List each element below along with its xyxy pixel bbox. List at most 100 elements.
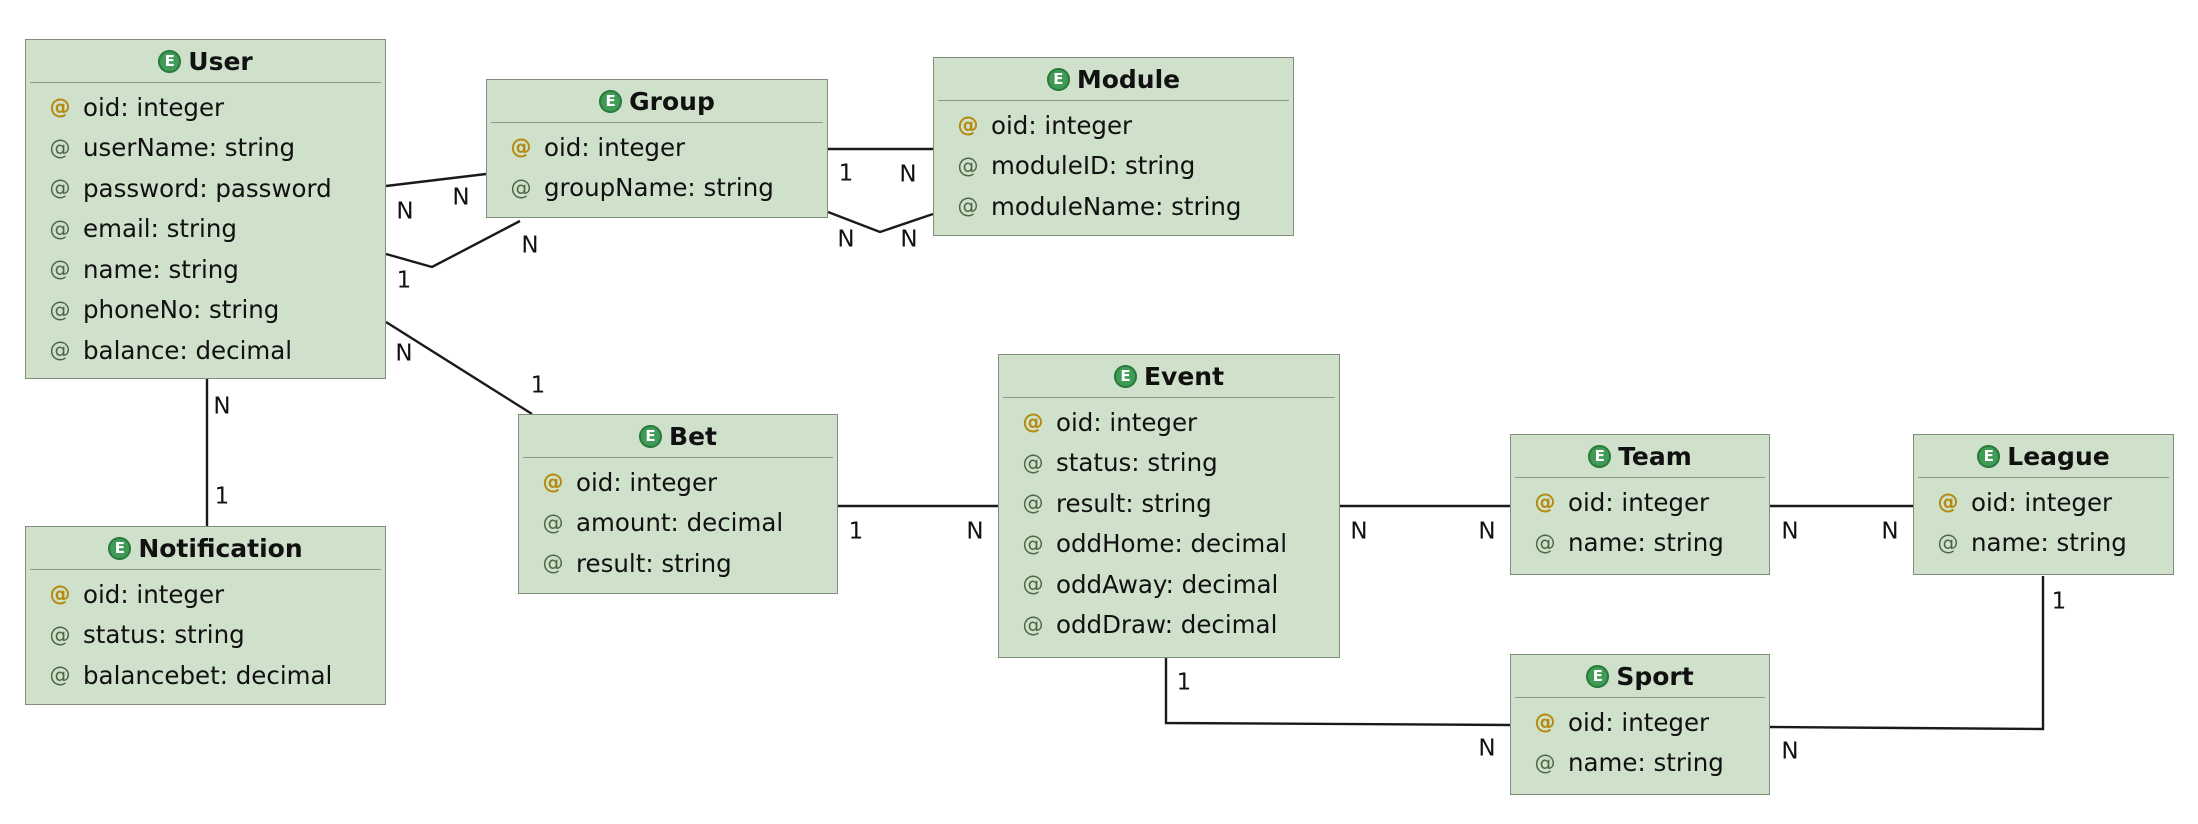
cardinality-event-sport-sport: N [1478, 735, 1496, 762]
attribute-row: @ oid: integer [519, 462, 837, 503]
attribute-row: @ moduleID: string [934, 146, 1293, 187]
attribute-row: @name: string [1511, 743, 1769, 784]
entity-sport-header: E Sport [1511, 655, 1769, 697]
entity-notification[interactable]: E Notification @oid: integer@status: str… [25, 526, 386, 705]
at-sign-icon: @ [49, 135, 71, 160]
entity-circle-e-icon: E [599, 89, 623, 113]
at-sign-icon: @ [49, 338, 71, 363]
attribute-row: @oid: integer [26, 574, 385, 615]
entity-notification-attributes: @oid: integer@status: string@ balancebet:… [26, 574, 385, 696]
attribute-row: @result: string [519, 543, 837, 584]
at-sign-icon: @ [1022, 450, 1044, 475]
attribute-row: @oid: integer [1511, 482, 1769, 523]
entity-league[interactable]: E League @oid: integer@name: string [1913, 434, 2174, 575]
link-league-sport [1769, 576, 2045, 731]
entity-group-name: Group [629, 86, 715, 116]
key-attribute-icon: @ [1022, 410, 1044, 435]
link-user-group-upper [385, 172, 487, 188]
attribute-label: email: string [83, 214, 237, 244]
key-attribute-icon: @ [542, 470, 564, 495]
attribute-row: @balance: decimal [26, 330, 385, 371]
attribute-label: balancebet: decimal [83, 660, 333, 690]
cardinality-user-bet-bet: 1 [530, 372, 546, 399]
entity-team[interactable]: E Team @oid: integer@name: string [1510, 434, 1770, 575]
attribute-row: @name: string [1511, 523, 1769, 564]
entity-circle-e-icon: E [639, 424, 663, 448]
attribute-row: @oddAway: decimal [999, 564, 1339, 605]
cardinality-event-team-event: N [1350, 518, 1368, 545]
at-sign-icon: @ [1937, 530, 1959, 555]
cardinality-group-module-upper-group: 1 [838, 160, 854, 187]
attribute-row: @oid: integer [1511, 702, 1769, 743]
at-sign-icon: @ [510, 175, 532, 200]
entity-circle-e-icon: E [108, 536, 132, 560]
cardinality-user-group-lower-user: 1 [396, 267, 412, 294]
entity-team-name: Team [1618, 441, 1692, 471]
entity-league-header: E League [1914, 435, 2173, 477]
at-sign-icon: @ [957, 194, 979, 219]
key-attribute-icon: @ [957, 113, 979, 138]
entity-notification-header: E Notification [26, 527, 385, 569]
entity-user[interactable]: E User @oid: integer@userName: string@pa… [25, 39, 386, 379]
attribute-row: @oid: integer [487, 127, 827, 168]
attribute-label: amount: decimal [576, 508, 784, 538]
attribute-row: @userName: string [26, 128, 385, 169]
entity-module[interactable]: E Module @oid: integer@moduleID: string@… [933, 57, 1294, 236]
link-user-group-lower [385, 219, 521, 269]
at-sign-icon: @ [49, 176, 71, 201]
at-sign-icon: @ [49, 216, 71, 241]
at-sign-icon: @ [49, 257, 71, 282]
entity-user-name: User [188, 46, 253, 76]
cardinality-user-group-lower-group: N [521, 232, 539, 259]
attribute-row: @status: string [26, 615, 385, 656]
at-sign-icon: @ [1022, 612, 1044, 637]
attribute-label: phoneNo: string [83, 295, 280, 325]
attribute-label: oid: integer [83, 579, 225, 609]
cardinality-event-team-team: N [1478, 518, 1496, 545]
entity-league-attributes: @oid: integer@name: string [1914, 482, 2173, 563]
attribute-row: @ phoneNo: string [26, 290, 385, 331]
entity-event-attributes: @oid: integer@status: string@result: str… [999, 402, 1339, 645]
entity-league-divider [1918, 477, 2169, 478]
entity-module-header: E Module [934, 58, 1293, 100]
entity-event[interactable]: E Event @oid: integer@status: string@res… [998, 354, 1340, 658]
attribute-label: name: string [1971, 528, 2127, 558]
attribute-row: @groupName: string [487, 168, 827, 209]
attribute-label: moduleID: string [991, 151, 1196, 181]
at-sign-icon: @ [957, 153, 979, 178]
entity-sport-name: Sport [1616, 661, 1694, 691]
attribute-row: @oddDraw: decimal [999, 605, 1339, 646]
entity-league-name: League [2007, 441, 2110, 471]
entity-circle-e-icon: E [1977, 444, 2001, 468]
entity-user-attributes: @oid: integer@userName: string@password:… [26, 87, 385, 371]
attribute-row: @ password: password [26, 168, 385, 209]
cardinality-bet-event-bet: 1 [848, 518, 864, 545]
at-sign-icon: @ [49, 297, 71, 322]
cardinality-team-league-team: N [1781, 518, 1799, 545]
entity-group-header: E Group [487, 80, 827, 122]
entity-event-divider [1003, 397, 1335, 398]
key-attribute-icon: @ [49, 95, 71, 120]
entity-sport[interactable]: E Sport @oid: integer@name: string [1510, 654, 1770, 795]
entity-event-header: E Event [999, 355, 1339, 397]
entity-circle-e-icon: E [158, 49, 182, 73]
entity-circle-e-icon: E [1588, 444, 1612, 468]
key-attribute-icon: @ [1937, 490, 1959, 515]
cardinality-user-group-upper-group: N [452, 184, 470, 211]
entity-bet[interactable]: E Bet @oid: integer@amount: decimal@resu… [518, 414, 838, 594]
attribute-label: oid: integer [544, 132, 686, 162]
attribute-row: @ name: string [1914, 523, 2173, 564]
entity-circle-e-icon: E [1586, 664, 1610, 688]
entity-user-header: E User [26, 40, 385, 82]
attribute-row: @name: string [26, 249, 385, 290]
attribute-label: oddAway: decimal [1056, 569, 1279, 599]
entity-notification-name: Notification [138, 533, 303, 563]
cardinality-bet-event-event: N [966, 518, 984, 545]
attribute-row: @moduleName: string [934, 186, 1293, 227]
entity-bet-divider [523, 457, 833, 458]
entity-module-attributes: @oid: integer@moduleID: string@moduleNam… [934, 105, 1293, 227]
attribute-label: password: password [83, 173, 332, 203]
at-sign-icon: @ [49, 622, 71, 647]
attribute-label: oid: integer [576, 467, 718, 497]
entity-group[interactable]: E Group @oid: integer@groupName: string [486, 79, 828, 218]
